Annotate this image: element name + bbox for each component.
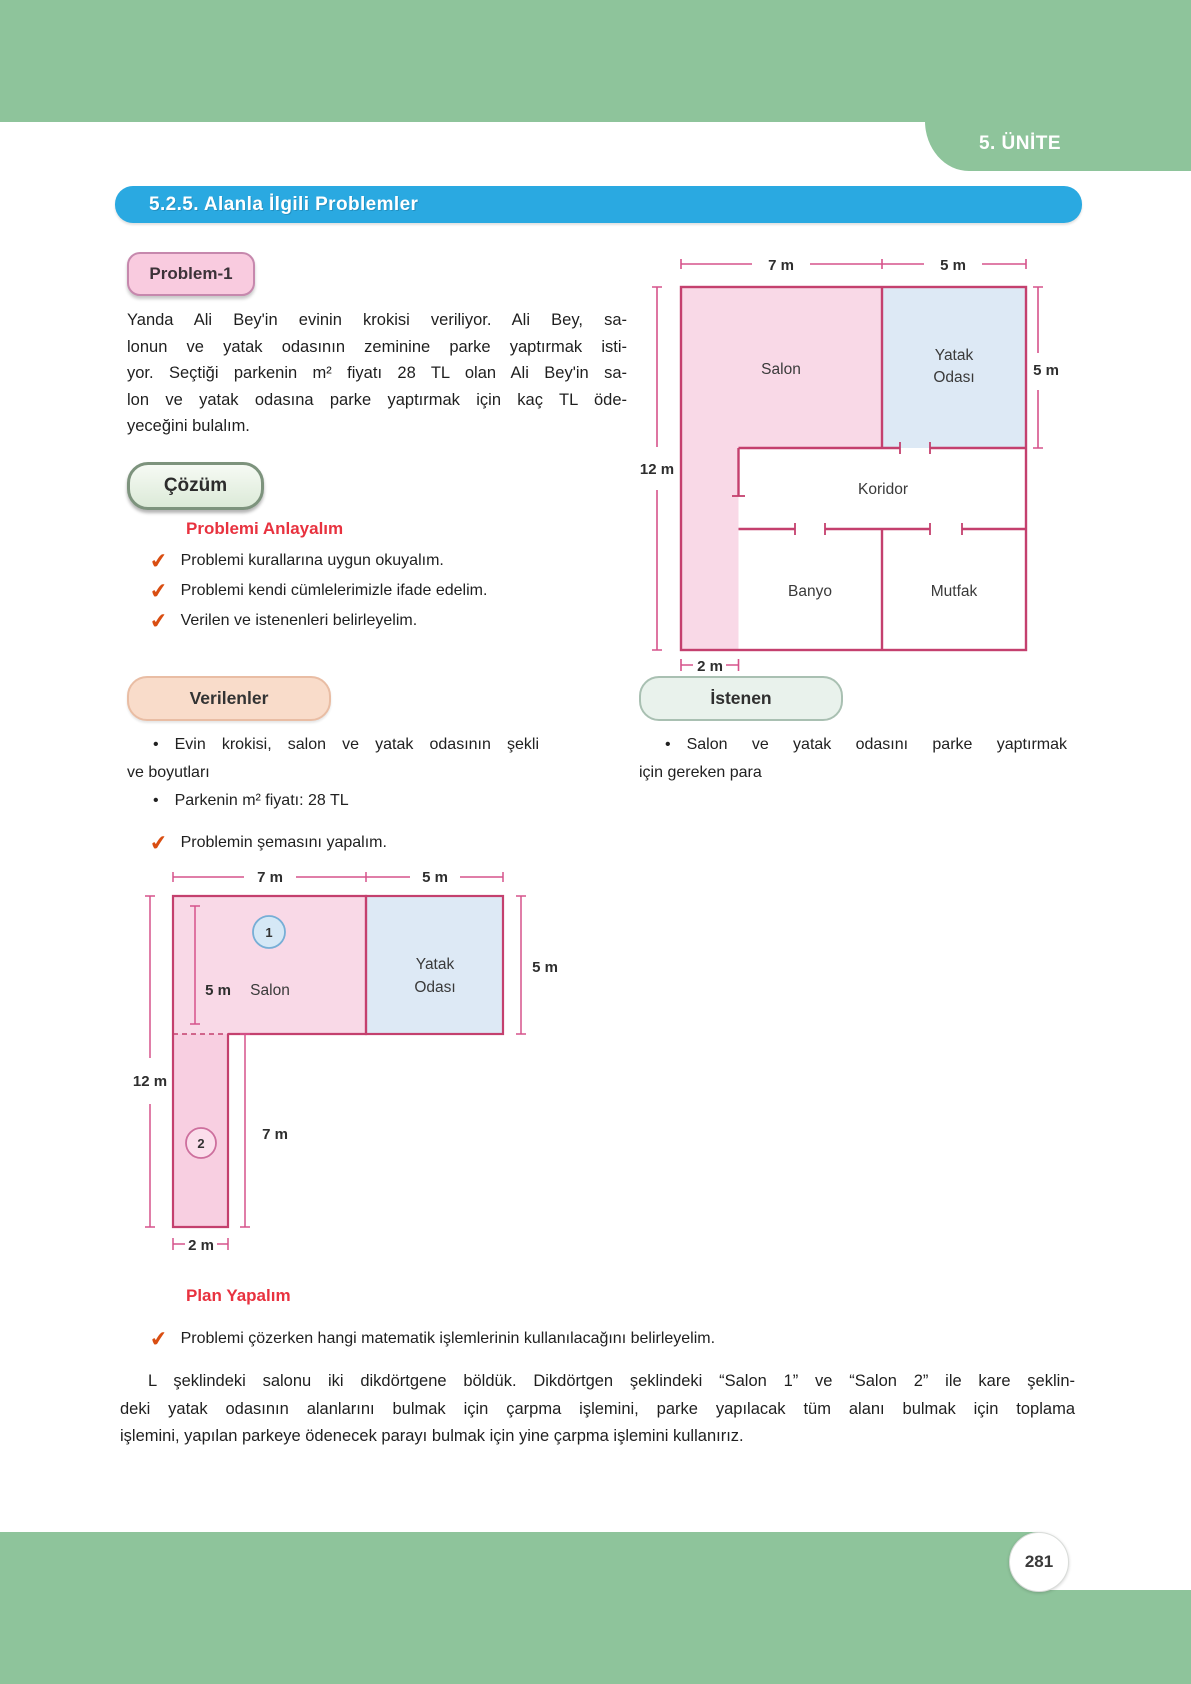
floor-plan-dimensions xyxy=(652,259,1043,671)
plan-room-yatak-1: Yatak xyxy=(935,347,974,364)
check-icon: ✔ xyxy=(148,609,169,634)
schema-mark-2-label: 2 xyxy=(197,1136,204,1151)
plan-dim-right: 5 m xyxy=(1033,362,1059,379)
check-item: ✔ Problemi kendi cümlelerimizle ifade ed… xyxy=(148,579,488,604)
floor-plan-walls xyxy=(679,285,1028,652)
schema-salon-label: Salon xyxy=(250,982,290,999)
plan-dim-left: 12 m xyxy=(640,461,674,478)
schema-fills xyxy=(173,896,503,1227)
schema-dim-bottom: 2 m xyxy=(188,1237,214,1254)
schema-dim-top-right: 5 m xyxy=(422,869,448,886)
wanted-item-line: için gereken para xyxy=(639,764,762,781)
page-number: 281 xyxy=(1009,1532,1069,1592)
schema-dimensions xyxy=(145,872,526,1250)
check-label: Problemin şemasını yapalım. xyxy=(180,834,387,851)
plan-paragraph-line: deki yatak odasının alanlarını bulmak iç… xyxy=(120,1399,1075,1418)
check-label: Problemi kurallarına uygun okuyalım. xyxy=(180,552,444,569)
given-item-line: Evin krokisi, salon ve yatak odasının şe… xyxy=(127,731,539,759)
plan-room-salon: Salon xyxy=(761,361,801,378)
plan-room-yatak-2: Odası xyxy=(933,369,974,386)
statement-line: yeceğini bulalım. xyxy=(127,417,250,435)
check-item: ✔ Problemin şemasını yapalım. xyxy=(148,831,387,856)
schema-yatak-1: Yatak xyxy=(416,956,455,973)
unit-label: 5. ÜNİTE xyxy=(978,133,1062,154)
wanted-list: Salon ve yatak odasını parke yaptırmak i… xyxy=(639,731,1067,787)
statement-line: yor. Seçtiği parkenin m² fiyatı 28 TL ol… xyxy=(127,364,627,382)
given-item-line: ve boyutları xyxy=(127,764,210,781)
floor-plan-diagram: 7 m 5 m 12 m 5 m 2 m Salon Yatak Odası K… xyxy=(640,257,1059,675)
schema-dim-top-left: 7 m xyxy=(257,869,283,886)
schema-dim-outer-left: 12 m xyxy=(133,1073,167,1090)
plan-paragraph-line: işlemini, yapılan parkeye ödenecek paray… xyxy=(120,1427,744,1445)
givens-list: Evin krokisi, salon ve yatak odasının şe… xyxy=(127,731,539,815)
plan-paragraph-line: L şeklindeki salonu iki dikdörtgene böld… xyxy=(148,1372,1075,1390)
plan-room-mutfak: Mutfak xyxy=(931,583,978,600)
footer-band xyxy=(0,1532,1191,1684)
schema-mark-1-label: 1 xyxy=(265,925,272,940)
schema-dim-inner-left: 5 m xyxy=(205,982,231,999)
plan-room-banyo: Banyo xyxy=(788,583,832,600)
schema-mark-1: 1 xyxy=(252,915,286,949)
problem-statement: Yanda Ali Bey'in evinin krokisi veriliyo… xyxy=(127,307,627,440)
check-icon: ✔ xyxy=(148,579,169,604)
plan-heading: Plan Yapalım xyxy=(186,1286,291,1305)
plan-dim-top-right: 5 m xyxy=(940,257,966,274)
check-item: ✔ Problemi çözerken hangi matematik işle… xyxy=(148,1327,716,1352)
problem-badge: Problem-1 xyxy=(127,252,255,296)
check-icon: ✔ xyxy=(148,549,169,574)
plan-dim-top-left: 7 m xyxy=(768,257,794,274)
check-label: Verilen ve istenenleri belirleyelim. xyxy=(180,612,418,629)
wanted-badge: İstenen xyxy=(639,676,843,721)
statement-line: lon ve yatak odasına parke yaptırmak içi… xyxy=(127,390,627,409)
solution-badge: Çözüm xyxy=(127,462,264,510)
check-item: ✔ Problemi kurallarına uygun okuyalım. xyxy=(148,549,444,574)
schema-dim-strip: 7 m xyxy=(262,1126,288,1143)
check-icon: ✔ xyxy=(148,831,169,856)
schema-diagram: 7 m 5 m 12 m 5 m 5 m 7 m 2 m 1 2 Salon Y… xyxy=(133,869,558,1254)
check-item: ✔ Verilen ve istenenleri belirleyelim. xyxy=(148,609,418,634)
schema-mark-2: 2 xyxy=(185,1127,217,1159)
check-label: Problemi kendi cümlelerimizle ifade edel… xyxy=(180,582,488,599)
section-title: 5.2.5. Alanla İlgili Problemler xyxy=(149,194,419,215)
plan-room-koridor: Koridor xyxy=(858,481,908,498)
schema-outlines xyxy=(171,894,505,1229)
plan-dim-bottom: 2 m xyxy=(697,658,723,675)
statement-line: Yanda Ali Bey'in evinin krokisi veriliyo… xyxy=(127,311,627,329)
understand-heading: Problemi Anlayalım xyxy=(186,519,344,538)
given-item-line: Parkenin m² fiyatı: 28 TL xyxy=(127,787,539,815)
wanted-item-line: Salon ve yatak odasını parke yaptırmak xyxy=(639,731,1067,759)
schema-dim-right: 5 m xyxy=(532,959,558,976)
section-banner: 5.2.5. Alanla İlgili Problemler xyxy=(115,186,1082,223)
plan-paragraph: L şeklindeki salonu iki dikdörtgene böld… xyxy=(120,1368,1075,1451)
check-label: Problemi çözerken hangi matematik işleml… xyxy=(180,1330,716,1347)
unit-tab xyxy=(925,0,1191,171)
check-icon: ✔ xyxy=(148,1327,169,1352)
schema-yatak-2: Odası xyxy=(414,979,455,996)
statement-line: lonun ve yatak odasının zeminine parke y… xyxy=(127,337,627,356)
givens-badge: Verilenler xyxy=(127,676,331,721)
